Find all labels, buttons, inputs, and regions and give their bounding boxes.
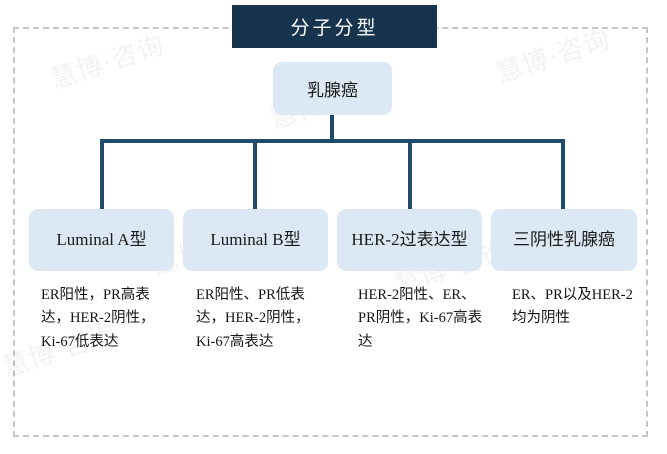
category-node-luminal-b[interactable]: Luminal B型 [183,209,328,271]
connector-drop-1 [100,139,104,211]
category-node-triple-negative[interactable]: 三阴性乳腺癌 [491,209,637,271]
category-node-her2-enriched[interactable]: HER-2过表达型 [337,209,482,271]
tree-root-node[interactable]: 乳腺癌 [273,62,392,115]
category-node-luminal-a[interactable]: Luminal A型 [29,209,174,271]
category-description-luminal-a: ER阳性，PR高表达，HER-2阴性，Ki-67低表达 [41,287,155,350]
connector-root-stem [330,115,334,142]
diagram-title-banner: 分子分型 [232,5,437,48]
category-description-luminal-b: ER阳性、PR低表达，HER-2阴性，Ki-67高表达 [196,287,310,350]
connector-drop-3 [408,139,412,211]
connector-drop-4 [561,139,565,211]
category-description-her2-enriched: HER-2阳性、ER、PR阴性，Ki-67高表达 [358,287,483,350]
connector-horizontal-bar [100,139,565,143]
category-description-triple-negative: ER、PR以及HER-2均为阴性 [512,287,633,327]
connector-drop-2 [253,139,257,211]
